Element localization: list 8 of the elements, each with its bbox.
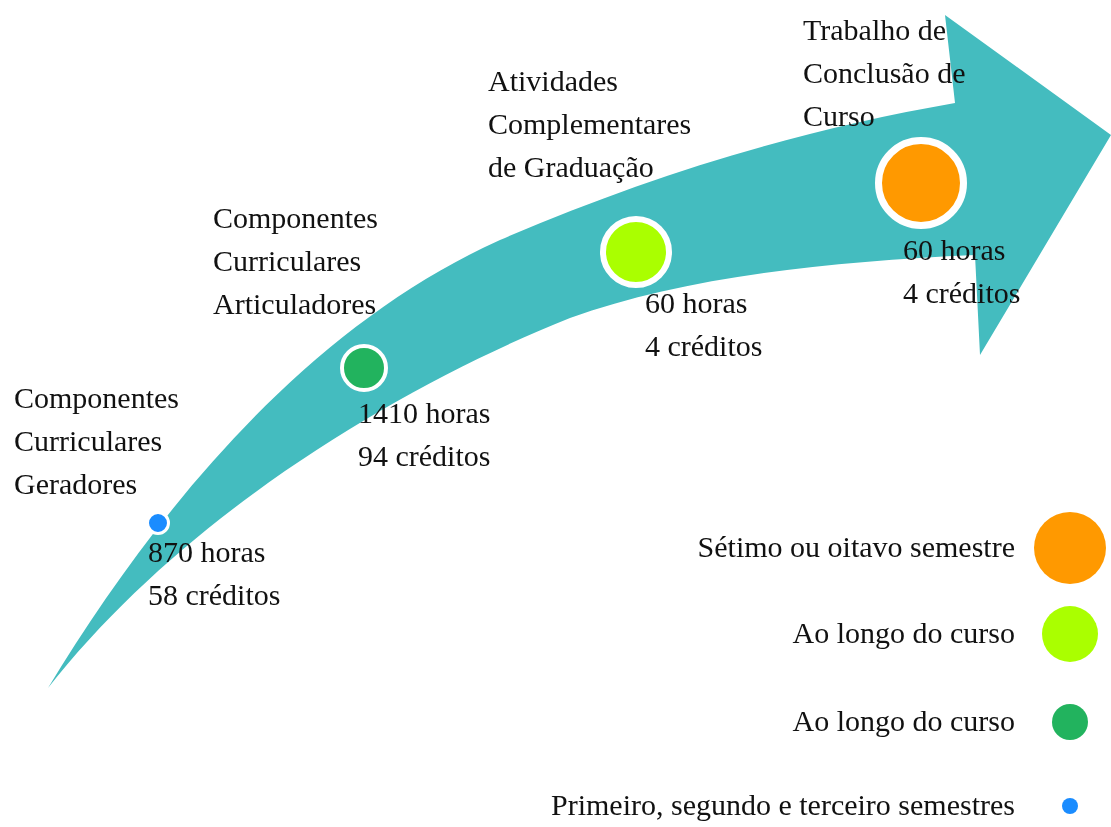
milestone-hours: 60 horas 4 créditos (645, 285, 764, 364)
legend-text: Primeiro, segundo e terceiro semestres (550, 787, 1015, 823)
milestone-title: Atividades Complementares de Graduação (488, 63, 693, 185)
legend-text: Sétimo ou oitavo semestre (697, 529, 1015, 565)
legend-text: Ao longo do curso (792, 615, 1015, 651)
legend-text: Ao longo do curso (792, 703, 1015, 739)
milestone-title: Componentes Curriculares Articuladores (213, 200, 379, 322)
milestone-title: Componentes Curriculares Geradores (14, 380, 180, 502)
